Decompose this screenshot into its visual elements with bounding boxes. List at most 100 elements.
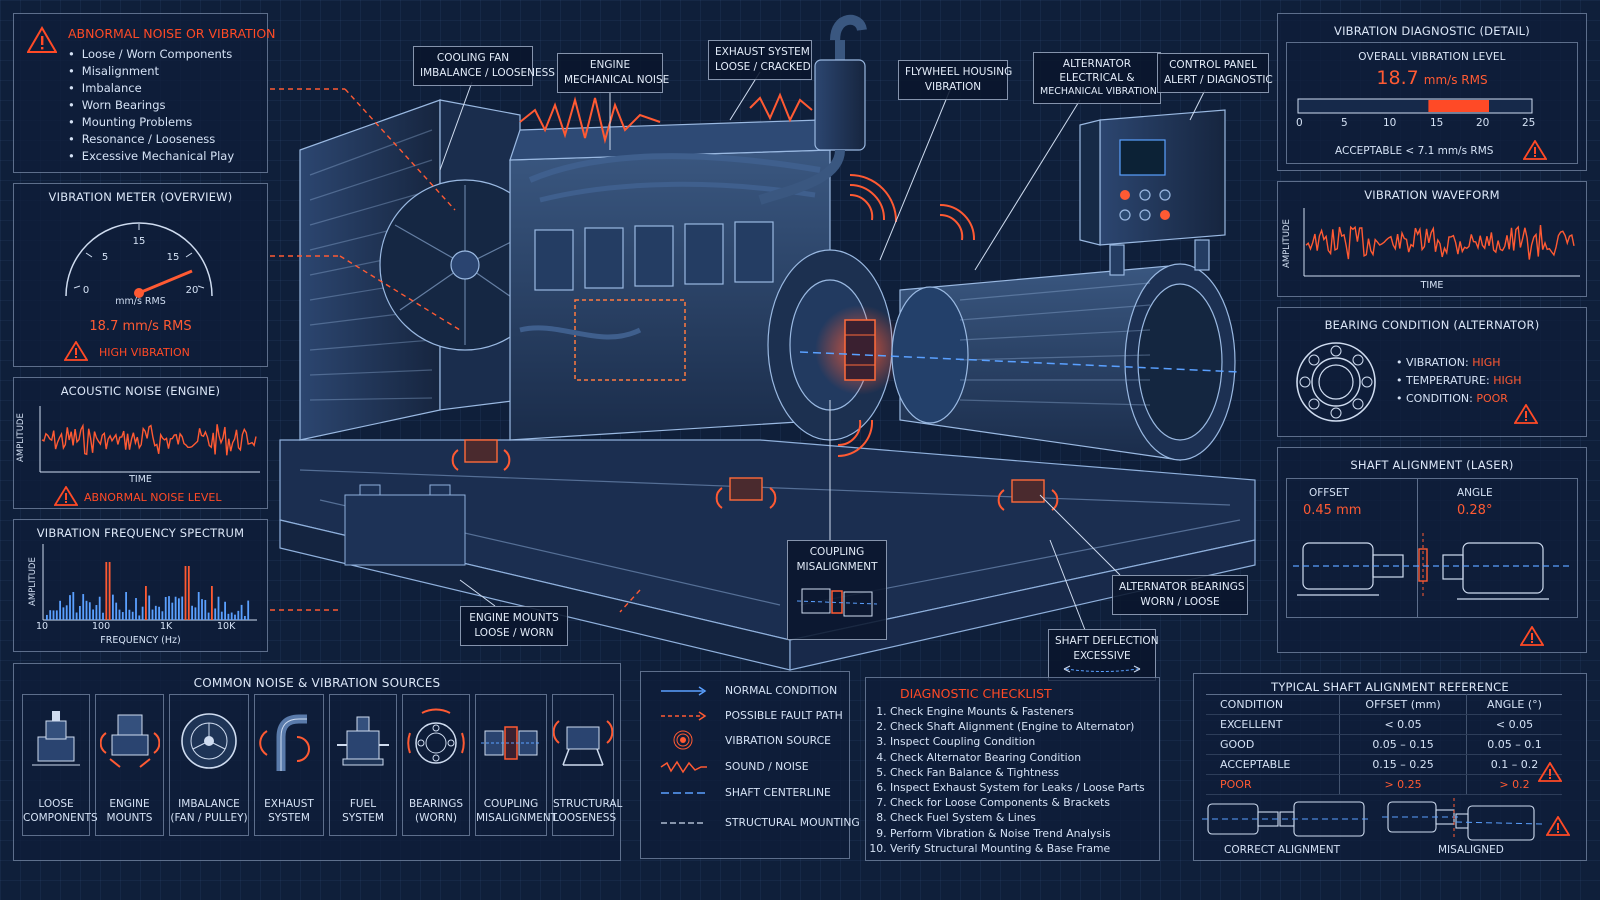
bearing-title: BEARING CONDITION (ALTERNATOR) [1324,318,1540,332]
mount-glow-markers [464,439,1045,503]
spectrum-xtick: 1K [160,621,173,632]
gauge-tick-label: 5 [102,252,108,263]
spectrum-bar [181,596,184,620]
centerline-icon [661,792,705,794]
warning-icon [27,26,57,53]
list-item: Misalignment [68,63,234,80]
checklist-title: DIAGNOSTIC CHECKLIST [900,686,1052,701]
callout-cooling-fan: COOLING FAN IMBALANCE / LOOSENESS [413,46,555,86]
spectrum-xtick: 100 [92,621,111,632]
spectrum-bar [191,605,193,620]
meter-status: HIGH VIBRATION [99,346,190,359]
bearing-icon [407,708,465,764]
table-row: POOR> 0.25> 0.2 [1206,774,1562,795]
acoustic-xlabel: TIME [129,474,152,485]
callout-control-panel: CONTROL PANEL ALERT / DIAGNOSTIC [1157,53,1273,93]
spectrum-bar [79,605,81,620]
spectrum-bar [151,609,154,620]
coupling [815,305,905,395]
sound-wave-icon [660,760,707,774]
vibration-arcs [451,174,1059,511]
bearing-row-temperature: • TEMPERATURE: HIGH [1396,374,1522,387]
callout-flywheel: FLYWHEEL HOUSING VIBRATION [898,60,1012,100]
exhaust-noise-wave [749,92,813,123]
coupling-misalignment-icon [796,588,878,617]
callout-alternator: ALTERNATOR ELECTRICAL & MECHANICAL VIBRA… [1033,52,1161,104]
spectrum-bar [214,608,217,620]
radiator [299,99,551,441]
coupling-icon [481,726,541,760]
scale-tick: 5 [1341,117,1348,129]
battery [344,484,466,566]
angle-label: ANGLE [1457,487,1493,499]
spectrum-bar [247,600,250,620]
spectrum-bar [62,607,65,620]
spectrum-bar [178,598,180,620]
spectrum-bar [95,605,98,620]
spectrum-bar [158,606,160,620]
list-item: Worn Bearings [68,97,234,114]
meter-title: VIBRATION METER (OVERVIEW) [48,190,233,204]
spectrum-bar [168,596,170,620]
callout-engine-noise: ENGINE MECHANICAL NOISE [557,53,669,93]
spectrum-bar [82,594,85,620]
list-item: Mounting Problems [68,114,234,131]
list-item: Check Engine Mounts & Fasteners [890,704,1145,719]
spectrum-bar [128,609,131,620]
warning-icon [1514,404,1538,424]
spectrum-title: VIBRATION FREQUENCY SPECTRUM [36,526,245,540]
spectrum-bar [161,611,164,620]
scale-tick: 15 [1430,117,1444,129]
spectrum-bar [72,592,75,620]
reference-title: TYPICAL SHAFT ALIGNMENT REFERENCE [1271,680,1509,694]
list-item: Check Shaft Alignment (Engine to Alterna… [890,719,1145,734]
table-header: CONDITION OFFSET (mm) ANGLE (°) [1206,694,1562,715]
angle-value: 0.28° [1457,503,1493,518]
spectrum-xtick: 10 [36,621,49,632]
warning-icon [1546,816,1570,836]
spectrum-bar [88,602,91,620]
spectrum-bar [145,586,147,620]
spectrum-bar [46,614,48,620]
correct-alignment-label: CORRECT ALIGNMENT [1224,844,1340,856]
bearing-icon [1296,342,1376,422]
gauge-tick-label: 15 [167,252,180,263]
list-item: Inspect Coupling Condition [890,734,1145,749]
bearing-panel: BEARING CONDITION (ALTERNATOR) • VIBRATI… [1277,307,1587,437]
shaft-centerline [799,351,1241,373]
detail-scale-bar [1297,98,1533,114]
spectrum-bar [108,562,111,620]
spectrum-panel: VIBRATION FREQUENCY SPECTRUM AMPLITUDE 1… [13,519,268,652]
spectrum-bar [49,610,52,620]
spectrum-bar [171,602,174,620]
deflection-arrow-icon [1063,665,1141,673]
source-item-bearings: BEARINGS(WORN) [402,694,470,836]
control-panel-box [1079,109,1226,276]
reference-table: CONDITION OFFSET (mm) ANGLE (°) EXCELLEN… [1206,694,1562,795]
list-item: Check for Loose Components & Brackets [890,795,1145,810]
spectrum-ylabel: AMPLITUDE [28,557,38,606]
scale-tick: 10 [1383,117,1397,129]
spectrum-bar [211,586,213,620]
waveform-panel: VIBRATION WAVEFORM AMPLITUDE TIME [1277,181,1587,297]
spectrum-bar [59,600,61,620]
warning-icon [1520,626,1544,646]
fault-panel: ABNORMAL NOISE OR VIBRATION Loose / Worn… [13,13,276,173]
laser-alignment-icon [1293,533,1573,600]
spectrum-bar [135,598,137,620]
detail-acceptable: ACCEPTABLE < 7.1 mm/s RMS [1335,145,1494,157]
list-item: Check Fan Balance & Tightness [890,765,1145,780]
warning-icon [1523,140,1547,160]
structural-icon [553,720,613,766]
callout-coupling: COUPLING MISALIGNMENT [787,540,887,640]
misaligned-icon [1382,798,1542,841]
spectrum-bar [141,606,144,620]
spectrum-bar [85,600,88,620]
gauge-hub [134,288,144,298]
spectrum-bar [52,610,55,620]
acoustic-title: ACOUSTIC NOISE (ENGINE) [60,384,221,398]
